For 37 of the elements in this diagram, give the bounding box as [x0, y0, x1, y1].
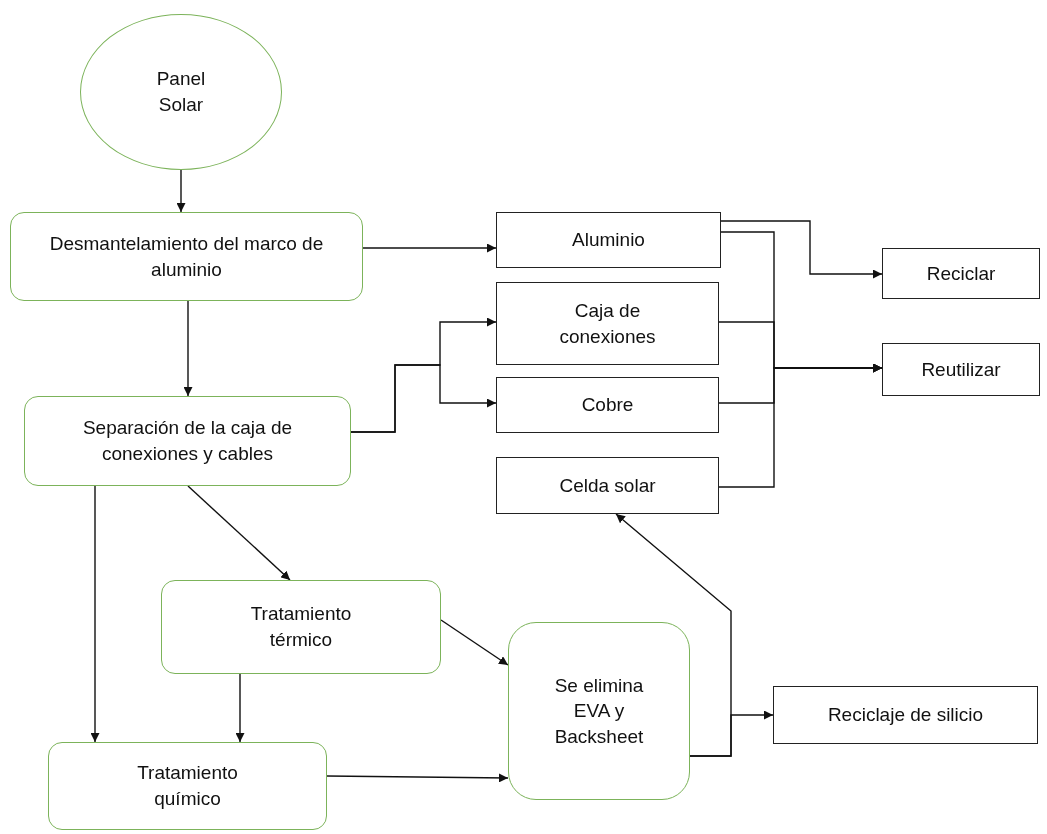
arrow [235, 673, 245, 743]
output-box [882, 248, 1040, 299]
output-box [496, 457, 719, 514]
arrow [326, 773, 509, 783]
arrow [362, 243, 497, 253]
node-label: Tratamiento térmico [249, 602, 353, 652]
arrow [90, 485, 100, 743]
process-box [508, 622, 690, 800]
output-box [496, 282, 719, 365]
node-label: Celda solar [559, 473, 656, 498]
arrow [718, 363, 883, 488]
output-box [496, 212, 721, 268]
node-label: Aluminio [572, 228, 645, 253]
node-label: Cobre [581, 393, 634, 418]
node-label: Panel Solar [155, 67, 207, 117]
process-box [10, 212, 363, 301]
process-box [24, 396, 351, 486]
arrow [350, 364, 497, 433]
output-box [882, 343, 1040, 396]
arrow [689, 710, 774, 757]
output-box [773, 686, 1038, 744]
arrow [183, 300, 193, 397]
node-label: Desmantelamiento del marco de aluminio [48, 231, 325, 282]
process-box [161, 580, 441, 674]
node-label: Reciclaje de silicio [827, 703, 984, 728]
node-label: Se elimina EVA y Backsheet [553, 673, 645, 749]
output-box [496, 377, 719, 433]
process-box [48, 742, 327, 830]
arrow [176, 169, 186, 213]
arrow [440, 619, 509, 666]
node-label: Caja de conexiones [558, 298, 657, 349]
node-label: Separación de la caja de conexiones y cables [81, 416, 294, 466]
node-label: Reutilizar [921, 357, 1001, 382]
arrow [720, 220, 883, 279]
arrow [187, 485, 291, 581]
node-label: Tratamiento químico [136, 761, 239, 811]
node-label: Reciclar [926, 261, 996, 286]
